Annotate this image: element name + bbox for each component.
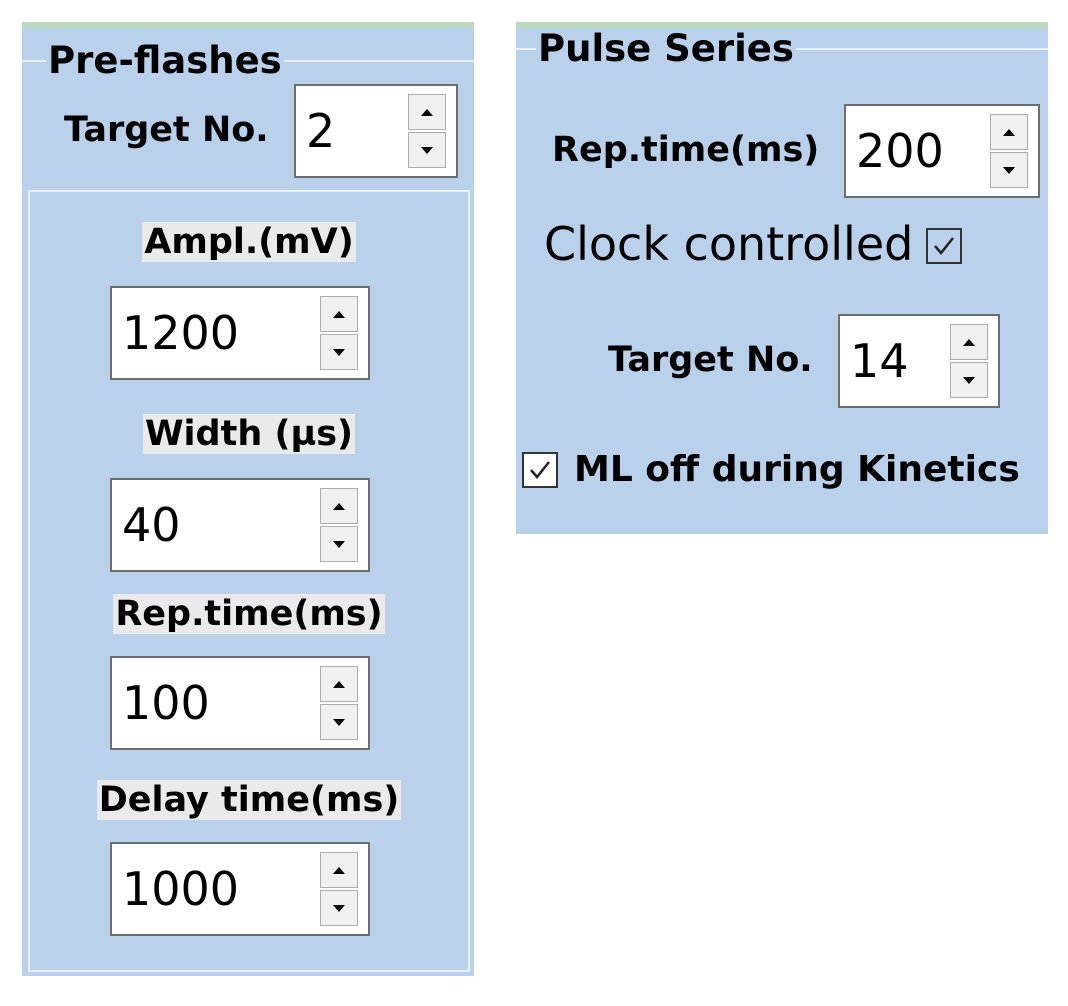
spinbox-value[interactable]: 1200 [122,306,240,360]
arrow-up-icon [333,866,345,874]
rep-label-row: Rep.time(ms) [30,594,468,634]
spin-up-button[interactable] [990,114,1028,150]
delay-label: Delay time(ms) [96,780,402,820]
ampl-label-row: Ampl.(mV) [30,222,468,262]
spin-down-button[interactable] [320,890,358,926]
preflashes-title: Pre-flashes [46,39,284,82]
ampl-label: Ampl.(mV) [142,222,356,262]
preflashes-target-label: Target No. [64,110,269,150]
arrow-down-icon [963,376,975,384]
spin-up-button[interactable] [320,666,358,702]
spinbox-value[interactable]: 14 [850,334,909,388]
spinbox-value[interactable]: 100 [122,676,210,730]
spin-down-button[interactable] [320,526,358,562]
ml-off-checkbox[interactable] [522,452,558,488]
arrow-up-icon [1003,128,1015,136]
spin-down-button[interactable] [320,334,358,370]
width-spinbox[interactable]: 40 [110,478,370,572]
spinbox-value[interactable]: 1000 [122,862,240,916]
panel-top-edge [22,22,474,28]
spin-up-button[interactable] [408,94,446,130]
clock-controlled-row[interactable]: Clock controlled [544,218,913,270]
ampl-spinbox[interactable]: 1200 [110,286,370,380]
delay-label-row: Delay time(ms) [30,780,468,820]
panel-top-edge [516,22,1048,28]
preflashes-rep-spinbox[interactable]: 100 [110,656,370,750]
pulse-target-label: Target No. [608,340,813,380]
arrow-up-icon [421,108,433,116]
arrow-up-icon [333,310,345,318]
pulse-rep-spinbox[interactable]: 200 [844,104,1040,198]
arrow-down-icon [421,146,433,154]
spin-up-button[interactable] [320,852,358,888]
width-label-row: Width (µs) [30,414,468,454]
arrow-down-icon [1003,166,1015,174]
preflashes-panel: Pre-flashes Target No. 2 Ampl.(mV) 1200 … [22,22,474,976]
spin-up-button[interactable] [320,488,358,524]
check-icon [530,461,550,479]
pulse-series-title: Pulse Series [536,27,796,70]
arrow-up-icon [333,502,345,510]
arrow-down-icon [333,718,345,726]
check-icon [934,237,954,255]
spinbox-value[interactable]: 2 [306,104,336,158]
pulse-target-spinbox[interactable]: 14 [838,314,1000,408]
arrow-up-icon [333,680,345,688]
preflashes-rep-label: Rep.time(ms) [113,594,385,634]
spin-up-button[interactable] [950,324,988,360]
spin-down-button[interactable] [320,704,358,740]
spinbox-value[interactable]: 40 [122,498,181,552]
spin-up-button[interactable] [320,296,358,332]
spinbox-value[interactable]: 200 [856,124,944,178]
arrow-down-icon [333,904,345,912]
width-label: Width (µs) [142,414,356,454]
pulse-rep-label: Rep.time(ms) [552,130,820,170]
preflashes-inner-group: Ampl.(mV) 1200 Width (µs) 40 Rep.time(ms… [28,190,470,972]
arrow-down-icon [333,348,345,356]
clock-controlled-checkbox[interactable] [926,228,962,264]
spin-down-button[interactable] [408,132,446,168]
spin-down-button[interactable] [950,362,988,398]
clock-controlled-label: Clock controlled [544,217,914,271]
arrow-down-icon [333,540,345,548]
preflashes-target-spinbox[interactable]: 2 [294,84,458,178]
arrow-up-icon [963,338,975,346]
pulse-series-panel: Pulse Series Rep.time(ms) 200 Clock cont… [516,22,1048,534]
ml-off-label[interactable]: ML off during Kinetics [574,449,1020,490]
delay-spinbox[interactable]: 1000 [110,842,370,936]
spin-down-button[interactable] [990,152,1028,188]
